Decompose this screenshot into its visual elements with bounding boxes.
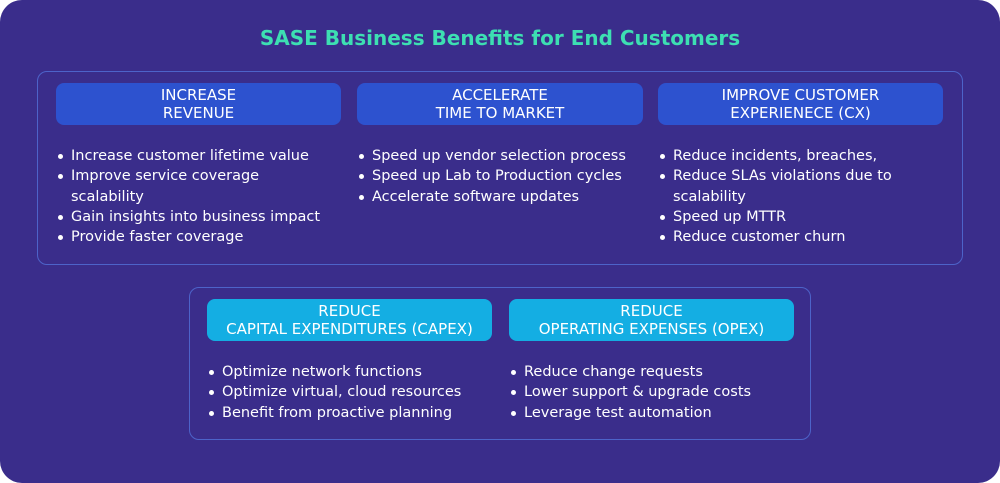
list-item: Benefit from proactive planning [207,403,507,423]
header-line: TIME TO MARKET [435,104,565,122]
top-group [37,71,963,265]
diagram-title: SASE Business Benefits for End Customers [259,26,741,50]
list-item: Optimize network functions [207,362,507,382]
header-line: INCREASE [160,86,237,104]
header-line: EXPERIENECE (CX) [730,104,871,122]
header-line: REDUCE [620,302,683,320]
bottom-group [189,287,811,440]
list-item: Optimize virtual, cloud resources [207,382,507,402]
list-item: Increase customer lifetime value [56,146,346,166]
list-item: Gain insights into business impact [56,207,346,227]
header-line: OPERATING EXPENSES (OPEX) [538,320,765,338]
list-item: Speed up vendor selection process [357,146,657,166]
cx-list: Reduce incidents, breaches, Reduce SLAs … [658,146,948,247]
list-item: Accelerate software updates [357,187,657,207]
list-item: Provide faster coverage [56,227,346,247]
ttm-list: Speed up vendor selection process Speed … [357,146,657,207]
header-line: CAPITAL EXPENDITURES (CAPEX) [226,320,473,338]
list-item: Lower support & upgrade costs [509,382,809,402]
header-line: REVENUE [162,104,235,122]
list-item: Reduce customer churn [658,227,948,247]
list-item: Improve service coverage scalability [56,166,286,207]
header-line: REDUCE [318,302,381,320]
list-item: Leverage test automation [509,403,809,423]
opex-list: Reduce change requests Lower support & u… [509,362,809,423]
list-item: Reduce SLAs violations due to scalabilit… [658,166,923,207]
list-item: Speed up MTTR [658,207,948,227]
capex-list: Optimize network functions Optimize virt… [207,362,507,423]
list-item: Reduce incidents, breaches, [658,146,948,166]
list-item: Reduce change requests [509,362,809,382]
header-line: IMPROVE CUSTOMER [721,86,880,104]
list-item: Speed up Lab to Production cycles [357,166,657,186]
revenue-list: Increase customer lifetime value Improve… [56,146,346,247]
header-line: ACCELERATE [452,86,548,104]
